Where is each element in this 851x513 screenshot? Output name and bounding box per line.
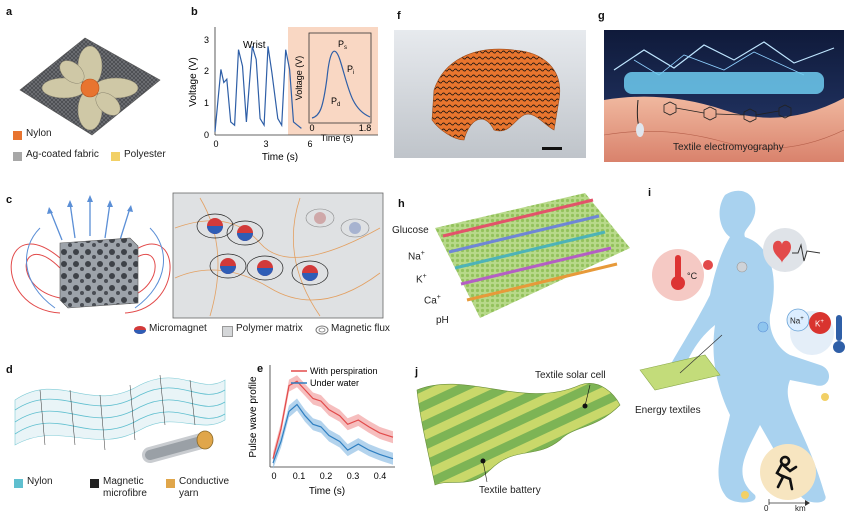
peak-s: Ps	[338, 39, 347, 51]
nylon-swatch	[13, 131, 22, 140]
ion-na: Na+	[790, 316, 804, 326]
human-silhouette	[639, 190, 845, 506]
b-ytick-3: 3	[204, 35, 209, 45]
magnetic-fibre-textile	[14, 374, 226, 463]
d-legend-microfibre: Magnetic microfibre	[103, 476, 147, 499]
e-xlabel: Time (s)	[309, 486, 345, 497]
e-legend-perspiration: With perspiration	[310, 366, 378, 376]
panel-a-label: a	[6, 6, 13, 18]
b-xtick-0: 0	[213, 139, 218, 149]
ag-fabric-swatch	[13, 152, 22, 161]
panel-j-label: j	[415, 366, 419, 378]
analyte-k: K+	[416, 273, 427, 286]
panel-h-label: h	[398, 198, 405, 210]
panel-b: b 0 1 2 3 0 3 6 Time (s) Voltage (V) Wri…	[185, 0, 385, 175]
wrist-voltage-chart: 0 1 2 3 0 3 6 Time (s) Voltage (V) Wrist…	[188, 27, 378, 163]
panel-f: f	[388, 0, 588, 175]
ion-k: K+	[815, 319, 824, 329]
e-xtick-4: 0.4	[374, 471, 387, 481]
e-xtick-3: 0.3	[347, 471, 360, 481]
b-ytick-0: 0	[204, 130, 209, 140]
legend-micromagnet: Micromagnet	[149, 323, 207, 334]
electromyography-illustration	[604, 30, 844, 162]
panel-e-label: e	[257, 363, 264, 375]
inset-xtick-1: 1.8	[359, 123, 372, 133]
e-legend-underwater: Under water	[310, 378, 359, 388]
peak-d: Pd	[331, 96, 340, 108]
panel-b-label: b	[191, 6, 198, 18]
distance-zero: 0	[764, 504, 769, 513]
temp-unit: °C	[687, 271, 698, 281]
b-xtick-1: 3	[263, 139, 268, 149]
inset-xlabel: Time (s)	[321, 133, 354, 143]
magnetic-microfibre-swatch	[90, 479, 99, 488]
conductive-yarn-swatch	[166, 479, 175, 488]
battery-label: Textile battery	[479, 485, 541, 496]
orange-textile-photo	[394, 30, 586, 158]
panel-j: j Textile solar cell Textile battery	[405, 360, 630, 511]
analyte-glucose: Glucose	[392, 225, 429, 236]
legend-ag-fabric: Ag-coated fabric	[26, 149, 99, 160]
underwater-band	[273, 398, 393, 469]
sweat-sensor-textile	[435, 193, 630, 318]
b-ylabel: Voltage (V)	[188, 57, 199, 106]
energy-textile-sheet	[416, 383, 621, 486]
solar-cell-label: Textile solar cell	[535, 370, 606, 381]
panel-i-label: i	[648, 187, 652, 199]
legend-nylon: Nylon	[26, 128, 52, 139]
panel-f-label: f	[397, 10, 401, 22]
b-series-label: Wrist	[243, 40, 266, 51]
distance-km: km	[795, 504, 806, 513]
peak-i: Pi	[347, 64, 354, 76]
panel-d-label: d	[6, 364, 13, 376]
panel-h: h Glucose Na+ K+ Ca+ pH	[390, 188, 640, 338]
panel-g-label: g	[598, 10, 605, 22]
d-legend-nylon: Nylon	[27, 476, 53, 487]
panel-d: d Nylon Magnetic microfibre Conductive y…	[0, 360, 235, 511]
panel-i: i °C Na+ K+ Energy textiles 0 km	[630, 175, 851, 513]
magnetic-sponge-illustration	[10, 192, 384, 319]
analyte-ph: pH	[436, 315, 449, 326]
e-xtick-2: 0.2	[320, 471, 333, 481]
b-xtick-2: 6	[307, 139, 312, 149]
panel-g: g Textile electromyography	[590, 0, 851, 175]
energy-textiles-label: Energy textiles	[635, 405, 701, 416]
analyte-ca: Ca+	[424, 294, 441, 307]
panel-c: c	[0, 188, 390, 338]
textile-sensor-illustration	[19, 37, 161, 136]
emg-caption: Textile electromyography	[673, 142, 784, 153]
magnetic-flux-icon	[315, 325, 329, 335]
d-legend-conductive-yarn: Conductive yarn	[179, 476, 230, 499]
b-ytick-2: 2	[204, 66, 209, 76]
e-xtick-0: 0	[271, 471, 276, 481]
analyte-na: Na+	[408, 250, 425, 263]
panel-a: a Nylon Ag-coated fabric Polyester	[0, 0, 185, 175]
legend-polymer-matrix: Polymer matrix	[236, 323, 303, 334]
inset-waveform	[311, 50, 371, 119]
panel-e: e Pulse wave profile 0 0.1 0.2 0.3 0.4 T…	[235, 355, 405, 511]
inset-background	[288, 27, 378, 135]
nylon-fibre-swatch	[14, 479, 23, 488]
micromagnet-icon	[134, 326, 146, 334]
panel-c-label: c	[6, 194, 13, 206]
pulse-wave-chart: Pulse wave profile 0 0.1 0.2 0.3 0.4 Tim…	[248, 365, 395, 497]
e-xtick-1: 0.1	[293, 471, 306, 481]
underwater-line	[272, 403, 394, 464]
wrist-series-line	[214, 46, 302, 132]
polymer-matrix-swatch	[222, 326, 233, 337]
inset-ylabel: Voltage (V)	[294, 56, 304, 101]
perspiration-line	[272, 380, 394, 459]
b-ytick-1: 1	[204, 98, 209, 108]
e-ylabel: Pulse wave profile	[248, 376, 259, 458]
b-xlabel: Time (s)	[262, 152, 298, 163]
legend-polyester: Polyester	[124, 149, 166, 160]
inset-xtick-0: 0	[309, 123, 314, 133]
polyester-swatch	[111, 152, 120, 161]
legend-magnetic-flux: Magnetic flux	[331, 323, 390, 334]
